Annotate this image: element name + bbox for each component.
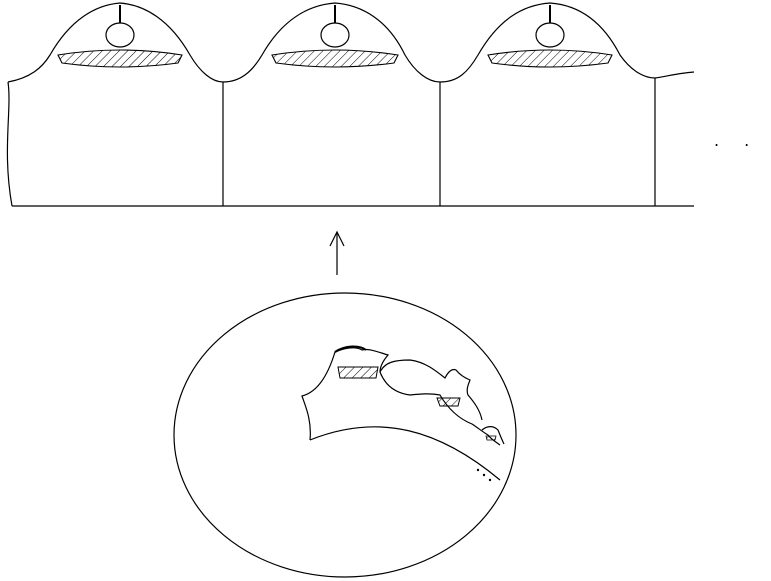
bump-2-hatched-band xyxy=(271,49,399,68)
disk-region-large xyxy=(301,347,501,446)
strip-top-boundary xyxy=(7,2,695,83)
disk-region-small xyxy=(481,426,505,445)
top-strip xyxy=(6,2,695,207)
bump-3-circle xyxy=(535,22,565,48)
disk-boundary xyxy=(173,292,517,578)
disk-region-hatched-2 xyxy=(436,397,461,407)
bump-1-circle xyxy=(105,22,135,48)
disk-region-hatched-1 xyxy=(337,366,379,379)
bump-2 xyxy=(271,5,399,68)
bump-2-circle xyxy=(320,22,350,48)
disk-region-hatched-3 xyxy=(485,435,497,441)
disk-region-top-edge xyxy=(334,345,367,353)
disk-continuation-dots xyxy=(476,468,492,482)
disk-dot-2 xyxy=(482,473,486,477)
bump-1 xyxy=(57,5,183,68)
arrow-head xyxy=(329,230,345,247)
bump-3-hatched-band xyxy=(487,49,613,68)
disk-dot-3 xyxy=(488,478,492,482)
bump-3 xyxy=(487,5,613,68)
bump-1-hatched-band xyxy=(57,49,183,68)
disk-dot-1 xyxy=(476,468,480,472)
disk-inner-boundary-curve xyxy=(309,426,501,481)
covering-arrow xyxy=(329,230,345,275)
strip-continuation-dots: . . xyxy=(714,131,759,150)
disk-model xyxy=(173,292,517,578)
disk-region-medium xyxy=(379,359,483,421)
strip-left-boundary xyxy=(6,81,13,207)
